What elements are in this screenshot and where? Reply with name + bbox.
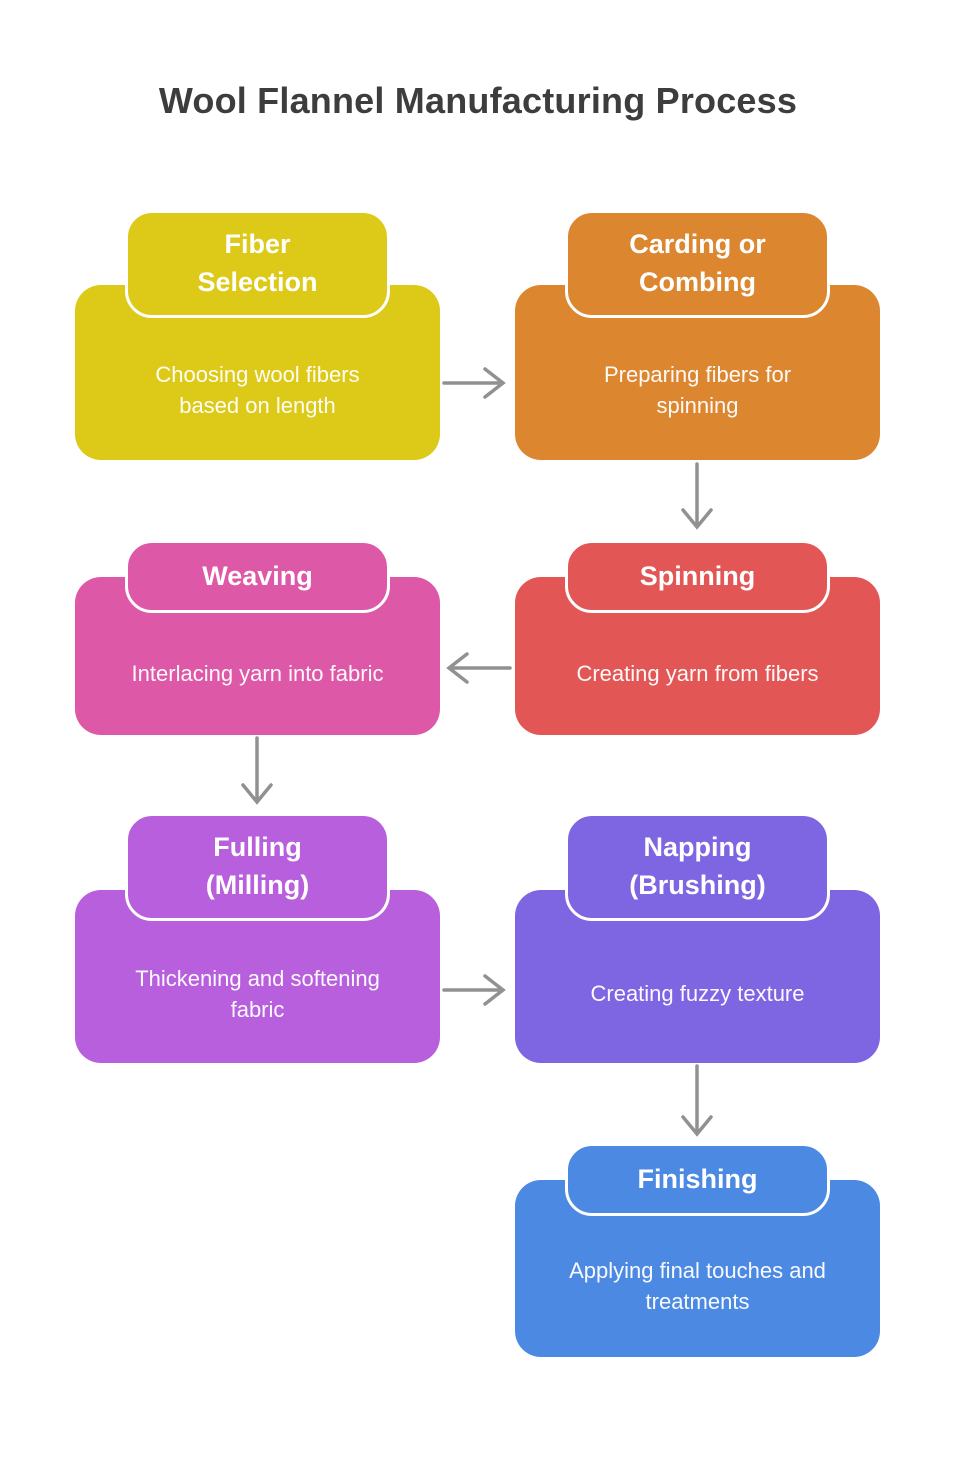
node-weaving: Weaving Interlacing yarn into fabric <box>75 540 440 735</box>
node-napping-brushing-header: Napping (Brushing) <box>565 813 830 921</box>
page-title: Wool Flannel Manufacturing Process <box>158 80 798 121</box>
arrow-spinning-to-weaving <box>446 652 512 684</box>
node-title: Finishing <box>637 1163 758 1194</box>
node-napping-brushing: Napping (Brushing) Creating fuzzy textur… <box>515 813 880 1063</box>
node-description: Interlacing yarn into fabric <box>131 660 384 686</box>
node-carding-combing-body: Preparing fibers for spinning <box>515 285 880 460</box>
node-carding-combing-header: Carding or Combing <box>565 210 830 318</box>
node-spinning-header: Spinning <box>565 540 830 613</box>
arrow-carding-combing-to-spinning <box>681 462 713 530</box>
node-fiber-selection: Fiber Selection Choosing wool fibers bas… <box>75 210 440 460</box>
node-title: Carding or Combing <box>629 229 766 297</box>
node-fiber-selection-header: Fiber Selection <box>125 210 390 318</box>
node-title: Fulling (Milling) <box>205 832 310 900</box>
arrow-fiber-selection-to-carding-combing <box>442 367 506 399</box>
node-weaving-header: Weaving <box>125 540 390 613</box>
node-description: Preparing fibers for spinning <box>603 361 792 418</box>
node-title: Napping (Brushing) <box>629 832 766 900</box>
node-spinning: Spinning Creating yarn from fibers <box>515 540 880 735</box>
arrow-weaving-to-fulling-milling <box>241 736 273 805</box>
node-description: Creating fuzzy texture <box>590 981 805 1007</box>
node-finishing: Finishing Applying final touches and tre… <box>515 1143 880 1357</box>
node-description: Creating yarn from fibers <box>576 660 819 686</box>
node-carding-combing: Carding or Combing Preparing fibers for … <box>515 210 880 460</box>
node-title: Fiber Selection <box>197 229 318 297</box>
node-description: Applying final touches and treatments <box>569 1257 826 1314</box>
node-title: Weaving <box>202 560 313 591</box>
node-title: Spinning <box>639 560 756 591</box>
node-fulling-milling-header: Fulling (Milling) <box>125 813 390 921</box>
node-description: Thickening and softening fabric <box>135 965 380 1022</box>
node-fulling-milling: Fulling (Milling) Thickening and softeni… <box>75 813 440 1063</box>
arrow-fulling-milling-to-napping-brushing <box>442 974 506 1006</box>
node-finishing-header: Finishing <box>565 1143 830 1216</box>
node-description: Choosing wool fibers based on length <box>155 361 360 418</box>
arrow-napping-brushing-to-finishing <box>681 1064 713 1137</box>
